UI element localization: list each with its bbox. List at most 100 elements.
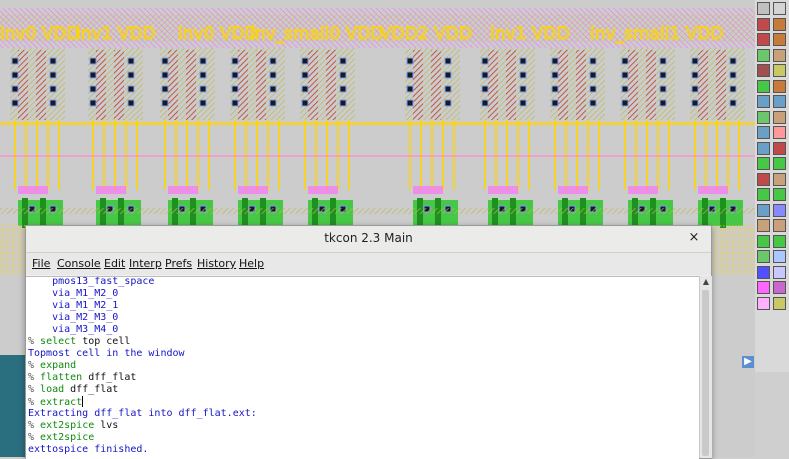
layout-scroll-right-icon[interactable]: ▶ [742,356,754,368]
layer-swatch[interactable] [773,265,786,279]
contact [301,99,309,107]
cell-label: VDD2 VDD [380,24,472,44]
via-strip [96,186,126,194]
contact [691,99,699,107]
console-prompt: % [28,336,41,347]
via-strip [238,186,268,194]
layer-swatch[interactable] [757,250,770,263]
layer-swatch[interactable] [773,188,786,201]
layer-swatch[interactable] [773,79,786,93]
layer-swatch[interactable] [757,126,770,139]
layer-swatch[interactable] [757,296,770,310]
layer-swatch[interactable] [757,219,770,232]
menu-history[interactable]: History [197,257,237,270]
layer-swatch[interactable] [773,2,786,15]
scroll-up-icon[interactable]: ▲ [702,277,710,286]
menu-file[interactable]: File [32,257,51,270]
layer-swatch[interactable] [757,203,770,217]
console-line: % expand [28,360,76,372]
console-output[interactable]: pmos13_fast_space via_M1_M2_0 via_M1_M2_… [26,276,699,459]
contact [621,57,629,65]
layer-swatch[interactable] [773,17,786,31]
poly-gate [716,50,726,120]
contact [659,57,667,65]
layer-swatch[interactable] [757,265,770,279]
contact [589,57,597,65]
layer-swatch[interactable] [773,157,786,170]
contact [406,99,414,107]
contact [231,71,239,79]
contact [444,71,452,79]
layer-swatch[interactable] [757,79,770,93]
console-argument: top cell [76,336,131,347]
contact [519,71,527,79]
contact [339,57,347,65]
contact [729,57,737,65]
console-line: Extracting dff_flat into dff_flat.ext: [28,408,257,419]
via-strip [413,186,443,194]
close-icon[interactable]: × [688,230,700,245]
layer-swatch[interactable] [773,203,786,217]
contact [231,57,239,65]
via-strip [168,186,198,194]
contact [199,99,207,107]
menu-help[interactable]: Help [239,257,265,270]
contact [269,71,277,79]
menu-console[interactable]: Console [57,257,101,270]
contact [519,57,527,65]
tkcon-window[interactable]: tkcon 2.3 Main × File Console Edit Inter… [25,225,712,459]
contact [301,57,309,65]
layer-swatch[interactable] [773,48,786,62]
layer-swatch[interactable] [757,95,770,108]
contact [161,85,169,93]
window-titlebar[interactable]: tkcon 2.3 Main × [26,226,711,253]
menu-interp[interactable]: Interp [129,257,162,270]
contact [551,85,559,93]
via-strip [628,186,658,194]
console-line: % load dff_flat [28,384,118,396]
layer-swatch[interactable] [757,172,770,186]
layer-swatch[interactable] [757,141,770,155]
layer-swatch[interactable] [773,110,786,124]
layer-swatch[interactable] [773,141,786,155]
layer-swatch[interactable] [773,219,786,232]
contact [406,57,414,65]
contact [269,85,277,93]
cell-label: inv_small0 VDD [250,24,383,44]
via-strip [698,186,728,194]
menu-prefs[interactable]: Prefs [165,257,193,270]
layer-swatch[interactable] [773,281,786,294]
menu-edit[interactable]: Edit [104,257,126,270]
text-cursor [82,396,84,407]
contact [691,71,699,79]
layer-swatch[interactable] [757,64,770,77]
layer-swatch[interactable] [757,234,770,248]
layer-swatch[interactable] [773,33,786,46]
layer-palette[interactable] [755,0,789,372]
layer-swatch[interactable] [773,296,786,310]
scrollbar-thumb[interactable] [702,290,709,456]
layer-swatch[interactable] [757,33,770,46]
contact [444,85,452,93]
layer-swatch[interactable] [773,126,786,139]
contact [729,99,737,107]
layer-swatch[interactable] [773,95,786,108]
layer-swatch[interactable] [757,17,770,31]
contact [49,57,57,65]
layer-swatch[interactable] [757,157,770,170]
console-scrollbar[interactable]: ▲ [699,276,712,458]
desktop-background-strip [0,355,26,457]
layer-swatch[interactable] [773,234,786,248]
layer-swatch[interactable] [757,48,770,62]
layer-swatch[interactable] [757,188,770,201]
contact [621,85,629,93]
layer-swatch[interactable] [773,250,786,263]
console-command: select [40,336,77,347]
layer-swatch[interactable] [757,2,770,15]
console-command: ext2spice [40,432,95,443]
layer-swatch[interactable] [757,110,770,124]
contact [231,99,239,107]
layer-swatch[interactable] [773,64,786,77]
layer-swatch[interactable] [773,172,786,186]
layer-swatch[interactable] [757,281,770,294]
